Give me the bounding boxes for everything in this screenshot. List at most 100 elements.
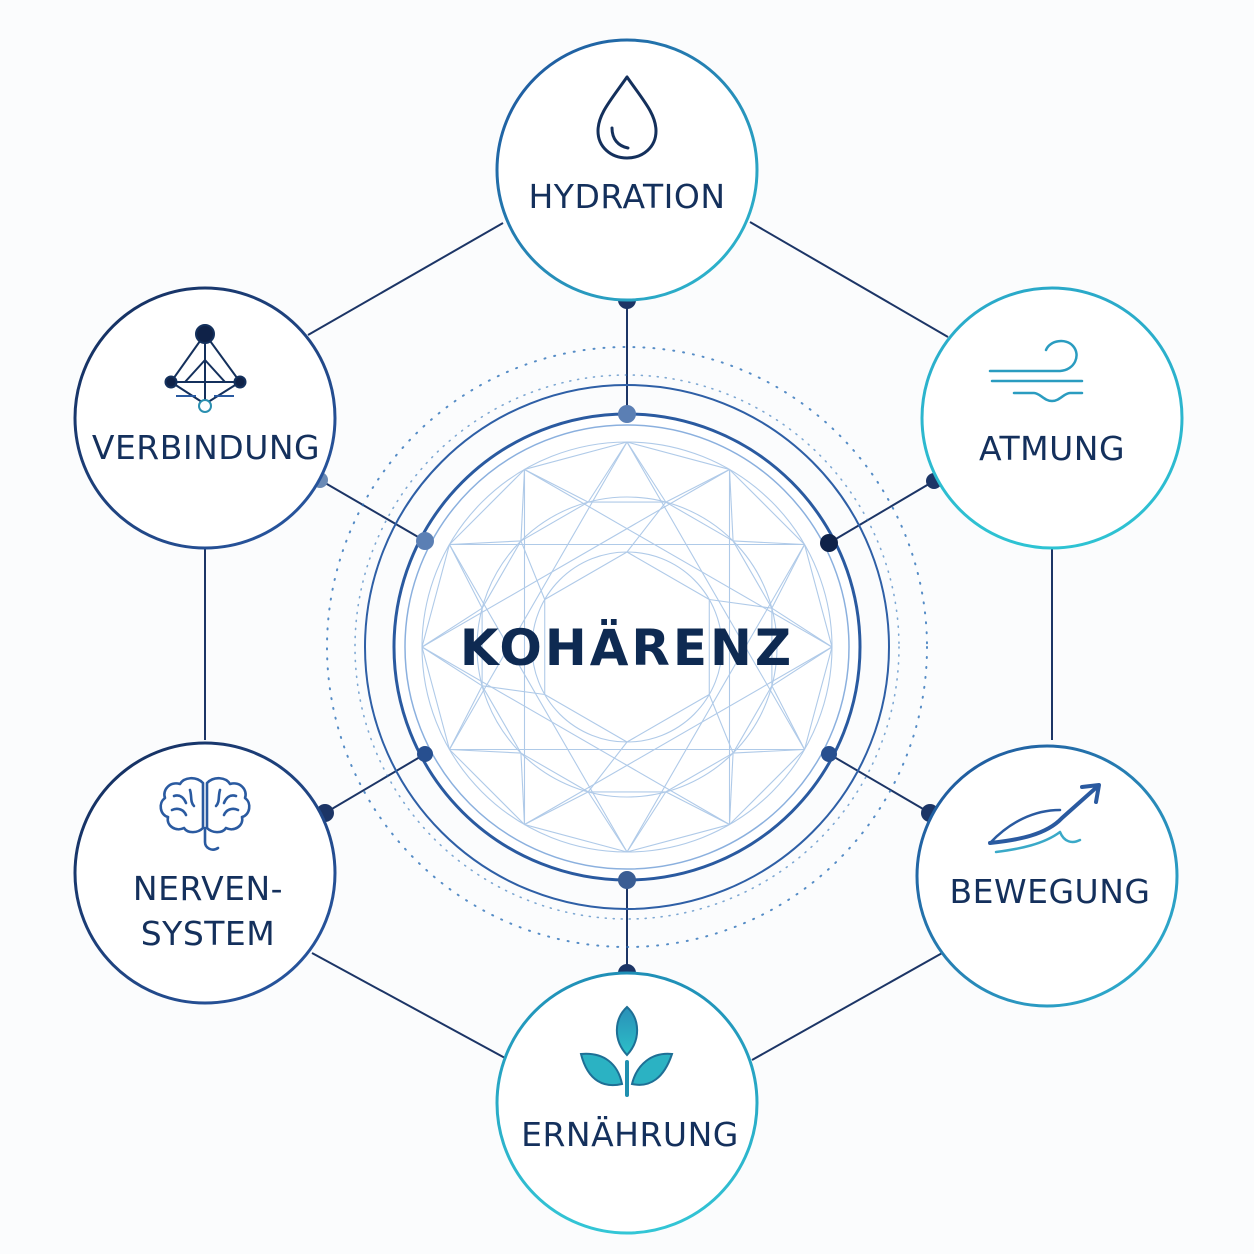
- geometry-line: [733, 748, 805, 754]
- geometry-line: [421, 646, 483, 687]
- center-hub: KOHÄRENZ: [326, 346, 928, 948]
- geometry-circle: [476, 496, 778, 798]
- geometry-line: [421, 646, 450, 750]
- geometry-line: [524, 441, 628, 470]
- connector-hydration-atmung: [749, 221, 949, 338]
- spoke-nervensystem: [324, 753, 426, 814]
- geometry-line: [448, 544, 628, 853]
- node-nervensystem-label-line2: SYSTEM: [141, 914, 276, 953]
- network-icon: [164, 324, 247, 413]
- geometry-line: [804, 544, 833, 648]
- geometry-line: [587, 791, 628, 853]
- geometry-line: [665, 791, 730, 826]
- geometry-line: [449, 540, 521, 546]
- spoke-atmung: [828, 480, 935, 544]
- geometry-line: [665, 752, 734, 793]
- node-bewegung-label: BEWEGUNG: [950, 872, 1151, 911]
- geometry-line: [448, 441, 628, 750]
- connector-ernaehrung-nervensystem: [311, 952, 506, 1059]
- geometry-line: [626, 791, 667, 853]
- node-nervensystem-label-line1: NERVEN-: [133, 869, 283, 908]
- geometry-line: [709, 598, 772, 609]
- trend-arrow-icon: [988, 783, 1101, 854]
- node-hydration: HYDRATION: [495, 38, 759, 302]
- geometry-line: [520, 753, 526, 825]
- connector-verbindung-hydration: [307, 222, 504, 336]
- geometry-line: [728, 469, 734, 541]
- node-hydration-circle: [495, 38, 759, 302]
- geometry-line: [771, 544, 806, 609]
- geometry-line: [481, 540, 522, 609]
- node-ernaehrung-circle: [495, 971, 759, 1235]
- geometry-line: [708, 694, 734, 754]
- node-atmung: ATMUNG: [920, 286, 1184, 550]
- spoke-connectors: [319, 300, 935, 973]
- center-ring-inner: [404, 424, 850, 870]
- geometry-line: [524, 824, 628, 853]
- spoke-bewegung: [828, 753, 931, 814]
- spoke-verbindung: [319, 479, 426, 542]
- geometry-circle: [421, 441, 833, 853]
- wind-icon: [988, 339, 1084, 403]
- center-ring-outer: [364, 384, 890, 910]
- dot-hydration-inner: [618, 405, 636, 423]
- geometry-line: [587, 741, 628, 793]
- geometry-line: [449, 748, 521, 754]
- sacred-geometry-pattern: [421, 441, 833, 853]
- geometry-line: [728, 753, 734, 825]
- geometry-line: [544, 551, 628, 600]
- node-verbindung-circle: [73, 286, 337, 550]
- node-bewegung: BEWEGUNG: [915, 744, 1179, 1008]
- geometry-line: [626, 551, 710, 600]
- node-nervensystem: NERVEN- SYSTEM: [73, 741, 337, 1005]
- geometry-line: [421, 607, 483, 648]
- geometry-line: [421, 468, 730, 648]
- geometry-line: [733, 540, 805, 546]
- geometry-line: [520, 469, 526, 541]
- geometry-line: [626, 441, 667, 503]
- outer-connectors: [204, 221, 1053, 1061]
- geometry-line: [626, 441, 806, 750]
- dot-verbindung-inner: [416, 532, 434, 550]
- node-atmung-circle: [920, 286, 1184, 550]
- node-atmung-label: ATMUNG: [979, 429, 1125, 468]
- geometry-line: [421, 646, 730, 826]
- geometry-line: [482, 685, 545, 696]
- dot-ernaehrung-inner: [618, 871, 636, 889]
- node-bewegung-circle: [915, 744, 1179, 1008]
- geometry-line: [520, 752, 589, 793]
- brain-icon: [159, 776, 251, 851]
- water-drop-icon: [596, 75, 658, 160]
- connector-bewegung-ernaehrung: [751, 951, 945, 1061]
- geometry-line: [524, 791, 589, 826]
- geometry-line: [481, 685, 522, 754]
- geometry-line: [421, 544, 450, 648]
- geometry-line: [732, 540, 773, 609]
- geometry-line: [449, 749, 525, 825]
- sprout-icon: [579, 1005, 674, 1097]
- geometry-line: [448, 544, 483, 609]
- geometry-line: [729, 469, 805, 545]
- geometry-line: [524, 468, 589, 503]
- geometry-line: [524, 468, 833, 648]
- geometry-line: [729, 749, 805, 825]
- geometry-line: [626, 501, 667, 553]
- geometry-line: [665, 501, 734, 542]
- geometry-line: [771, 607, 833, 648]
- node-verbindung-label: VERBINDUNG: [92, 428, 320, 467]
- node-ernaehrung: ERNÄHRUNG: [495, 971, 759, 1235]
- geometry-line: [626, 694, 710, 743]
- outer-dotted-ring: [326, 346, 928, 948]
- geometry-line: [771, 685, 806, 750]
- node-ernaehrung-label: ERNÄHRUNG: [521, 1115, 739, 1154]
- dot-nervensystem-inner: [417, 746, 433, 762]
- geometry-line: [626, 824, 730, 853]
- geometry-line: [732, 685, 773, 754]
- node-nervensystem-circle: [73, 741, 337, 1005]
- geometry-line: [665, 468, 730, 503]
- dot-atmung-inner: [820, 534, 838, 552]
- geometry-line: [448, 685, 483, 750]
- dot-bewegung-inner: [821, 746, 837, 762]
